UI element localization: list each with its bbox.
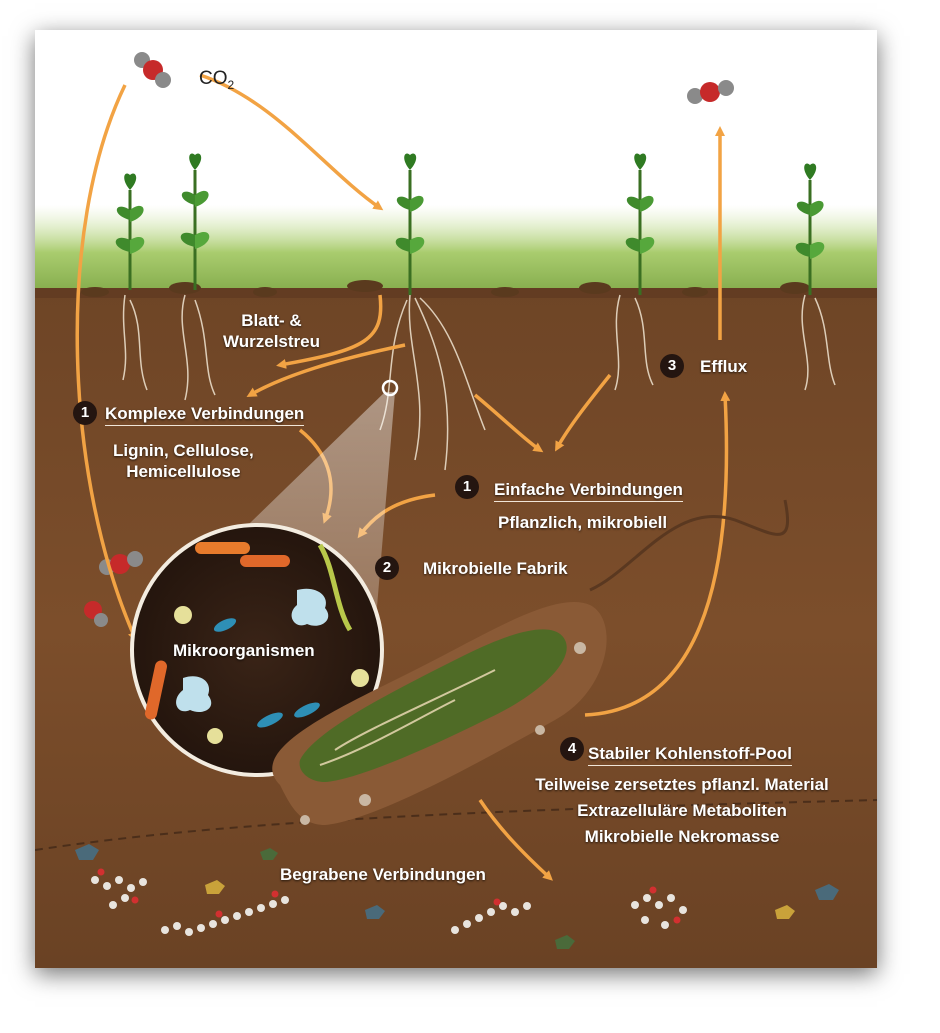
litter-label: Blatt- & Wurzelstreu <box>223 311 320 351</box>
diagram-frame: CO2 Blatt- & Wurzelstreu 1 Komplexe Verb… <box>35 30 877 968</box>
co2-molecule-left <box>84 551 143 627</box>
roots <box>122 294 836 471</box>
bacterium <box>272 499 790 825</box>
simple-compounds-title: Einfache Verbindungen <box>494 479 683 502</box>
step-2-badge: 2 <box>375 556 399 580</box>
step-3-badge: 3 <box>660 354 684 378</box>
buried-layer-line <box>35 799 877 851</box>
plants <box>115 153 825 295</box>
stable-pool-title: Stabiler Kohlenstoff-Pool <box>588 743 792 766</box>
microbial-factory-label: Mikrobielle Fabrik <box>423 559 568 578</box>
complex-compounds-subtitle: Lignin, Cellulose, Hemicellulose <box>113 441 254 481</box>
co2-molecule-top-left <box>134 52 171 88</box>
step-1-badge-complex: 1 <box>73 401 97 425</box>
co2-label: CO2 <box>199 68 235 92</box>
microorganism-circle <box>130 523 384 777</box>
step-4-badge: 4 <box>560 737 584 761</box>
grass-band <box>35 205 877 300</box>
stable-pool-item-2: Extrazelluläre Metaboliten <box>577 801 787 820</box>
arrow-litter <box>276 294 383 369</box>
microorganisms-label: Mikroorganismen <box>173 641 315 660</box>
flow-arrows <box>75 73 731 881</box>
efflux-label: Efflux <box>700 357 748 376</box>
step-1-badge-simple: 1 <box>455 475 479 499</box>
arrow-co2-to-plant <box>199 73 384 211</box>
buried-compounds-label: Begrabene Verbindungen <box>280 865 486 884</box>
leaf-litter <box>81 280 810 297</box>
stable-pool-item-3: Mikrobielle Nekromasse <box>584 827 780 846</box>
complex-compounds-title: Komplexe Verbindungen <box>105 403 305 426</box>
microbes <box>145 542 369 744</box>
soil-carbon-illustration <box>35 30 877 968</box>
buried-molecules <box>75 844 839 949</box>
arrow-efflux-up <box>584 391 731 717</box>
simple-compounds-subtitle: Pflanzlich, mikrobiell <box>498 513 668 532</box>
arrow-co2-to-microbes <box>75 84 138 642</box>
co2-molecule-top-right <box>687 80 734 104</box>
arrow-to-buried <box>478 799 553 881</box>
stable-pool-item-1: Teilweise zersetztes pflanzl. Material <box>535 775 829 794</box>
